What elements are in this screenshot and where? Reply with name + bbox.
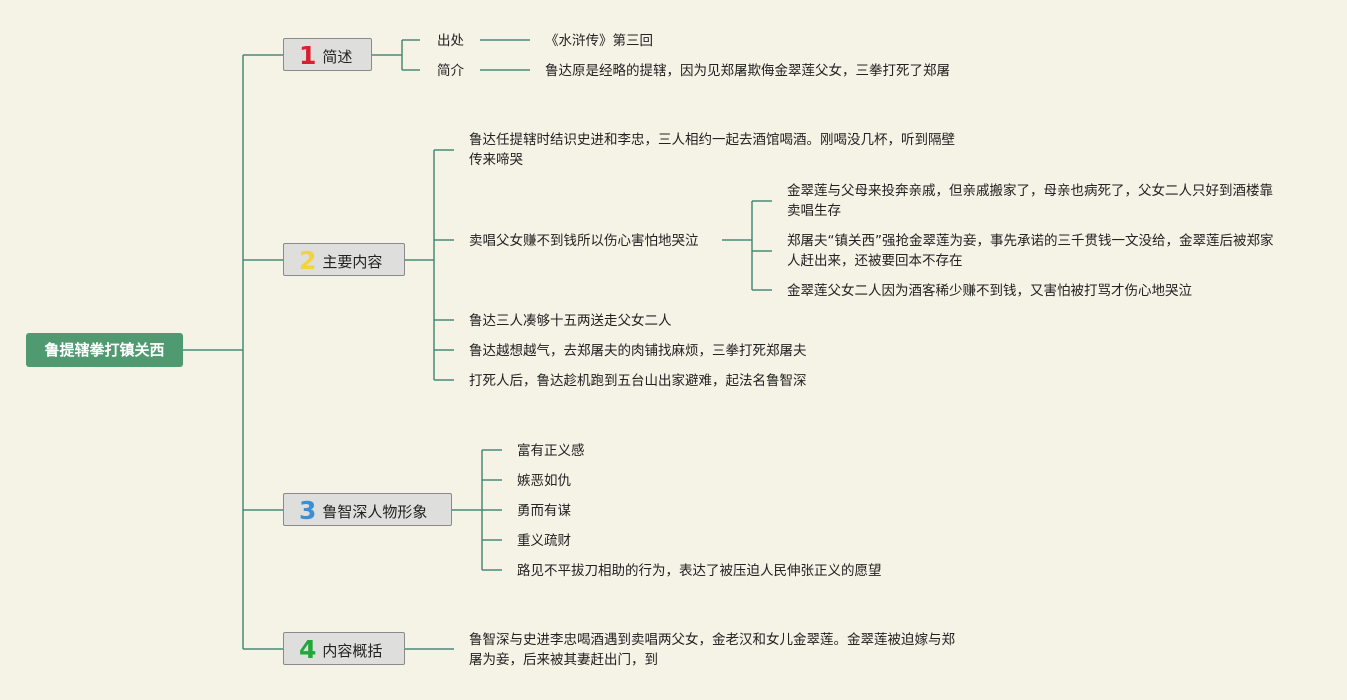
branch-2-item-4[interactable]: 打死人后，鲁达趁机跑到五台山出家避难，起法名鲁智深 — [469, 373, 807, 389]
branch-3-topic[interactable]: 3 鲁智深人物形象 — [283, 493, 452, 526]
branch-2-item-3[interactable]: 鲁达越想越气，去郑屠夫的肉铺找麻烦，三拳打死郑屠夫 — [469, 343, 807, 359]
branch-3-item-4[interactable]: 路见不平拔刀相助的行为，表达了被压迫人民伸张正义的愿望 — [517, 563, 882, 579]
branch-2-topic[interactable]: 2 主要内容 — [283, 243, 405, 276]
root-topic[interactable]: 鲁提辖拳打镇关西 — [26, 333, 183, 367]
branch-4-label: 内容概括 — [322, 642, 383, 660]
branch-3-label: 鲁智深人物形象 — [322, 503, 428, 521]
branch-2-sub-1[interactable]: 郑屠夫“镇关西”强抢金翠莲为妾，事先承诺的三千贯钱一文没给，金翠莲后被郑家人赶出… — [787, 233, 1274, 269]
branch-3-item-0[interactable]: 富有正义感 — [517, 443, 585, 459]
branch-2-item-1[interactable]: 卖唱父女赚不到钱所以伤心害怕地哭泣 — [469, 233, 699, 249]
branch-1-label: 简述 — [322, 48, 353, 66]
branch-1-number: 1 — [299, 41, 317, 70]
branch-3-number: 3 — [299, 496, 317, 525]
branch-1-key-0[interactable]: 出处 — [437, 33, 464, 49]
branch-4-item-0[interactable]: 鲁智深与史进李忠喝酒遇到卖唱两父女，金老汉和女儿金翠莲。金翠莲被迫嫁与郑屠为妾，… — [469, 632, 955, 668]
branch-2-sub-0[interactable]: 金翠莲与父母来投奔亲戚，但亲戚搬家了，母亲也病死了，父女二人只好到酒楼靠卖唱生存 — [787, 183, 1273, 219]
branch-2-sub-2[interactable]: 金翠莲父女二人因为酒客稀少赚不到钱，又害怕被打骂才伤心地哭泣 — [787, 283, 1192, 299]
branch-4-topic[interactable]: 4 内容概括 — [283, 632, 405, 665]
branch-1-topic[interactable]: 1 简述 — [283, 38, 372, 71]
branch-3-item-2[interactable]: 勇而有谋 — [517, 503, 571, 519]
branch-2-number: 2 — [299, 246, 317, 275]
branch-1-value-0[interactable]: 《水浒传》第三回 — [545, 33, 653, 49]
branch-2-item-0[interactable]: 鲁达任提辖时结识史进和李忠，三人相约一起去酒馆喝酒。刚喝没几杯，听到隔壁传来啼哭 — [469, 132, 955, 168]
branch-1-value-1[interactable]: 鲁达原是经略的提辖，因为见郑屠欺侮金翠莲父女，三拳打死了郑屠 — [545, 63, 950, 79]
branch-1-key-1[interactable]: 简介 — [437, 63, 464, 79]
branch-2-label: 主要内容 — [322, 253, 383, 271]
branch-3-item-1[interactable]: 嫉恶如仇 — [517, 473, 571, 489]
branch-4-number: 4 — [299, 635, 317, 664]
branch-2-item-2[interactable]: 鲁达三人凑够十五两送走父女二人 — [469, 313, 672, 329]
branch-3-item-3[interactable]: 重义疏财 — [517, 533, 571, 549]
